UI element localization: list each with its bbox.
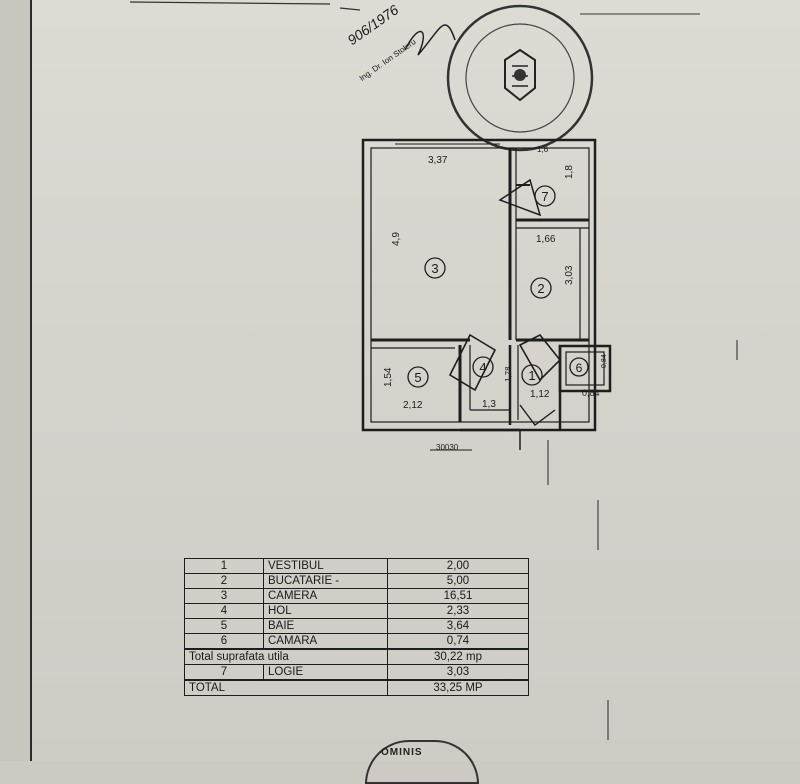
table-row: 5 BAIE 3,64 (184, 618, 529, 634)
dim-room5-width: 2,12 (403, 400, 423, 411)
signature-number: 906/1976 (344, 1, 401, 48)
scan-marks (547, 340, 738, 740)
total-util-row: Total suprafata utila 30,22 mp (184, 648, 529, 665)
row-number: 3 (184, 588, 264, 604)
dim-top-width: 3,37 (428, 155, 448, 166)
table-row: 6 CAMARA 0,74 (184, 633, 529, 650)
plan-walls (361, 138, 612, 451)
room-area: 3,64 (387, 618, 529, 634)
sheet-left-border (30, 0, 32, 761)
area-table: 1 VESTIBUL 2,00 2 BUCATARIE - 5,00 3 CAM… (184, 558, 529, 696)
table-row: 3 CAMERA 16,51 (184, 588, 529, 604)
plan-dimensions: 3,37 1,6 4,9 1,8 1,66 3,03 1,54 2,12 1,3… (383, 145, 608, 452)
dim-room2-width: 1,66 (536, 234, 556, 245)
svg-text:6: 6 (576, 361, 583, 375)
dim-camara-width: 0,84 (582, 388, 600, 398)
row-number: 1 (184, 558, 264, 574)
official-seal (446, 4, 594, 152)
loggia-row: 7 LOGIE 3,03 (184, 664, 529, 681)
svg-text:7: 7 (541, 189, 548, 204)
room-name: LOGIE (263, 664, 388, 681)
svg-text:1: 1 (528, 368, 535, 383)
table-row: 2 BUCATARIE - 5,00 (184, 573, 529, 589)
room-name: VESTIBUL (263, 558, 388, 574)
dim-room6-height: 0,84 (601, 354, 608, 368)
total-util-label: Total suprafata utila (184, 648, 388, 665)
row-number: 4 (184, 603, 264, 619)
room-marker-2: 2 (530, 277, 552, 299)
dim-hol-height: 1,78 (504, 366, 513, 382)
bottom-stamp-text: OMINIS (381, 747, 423, 758)
room-marker-6: 6 (569, 357, 589, 377)
dim-room2-height: 3,03 (564, 265, 575, 285)
row-number: 7 (184, 664, 264, 681)
room-name: BAIE (263, 618, 388, 634)
room-name: CAMARA (263, 633, 388, 650)
room-markers: 3 7 2 5 4 1 6 (407, 185, 589, 388)
dim-room3-height: 4,9 (391, 232, 402, 246)
dim-hol-width: 1,3 (482, 399, 496, 410)
total-util-area: 30,22 mp (387, 648, 529, 665)
table-row: 4 HOL 2,33 (184, 603, 529, 619)
svg-text:2: 2 (537, 281, 544, 296)
room-marker-1: 1 (521, 364, 543, 386)
dim-small-top: 1,6 (537, 145, 549, 154)
room-area: 3,03 (387, 664, 529, 681)
table-row: 1 VESTIBUL 2,00 (184, 558, 529, 574)
entrance-label: 30030 (436, 443, 459, 452)
room-marker-3: 3 (424, 257, 446, 279)
total-row: TOTAL 33,25 MP (184, 679, 529, 696)
room-area: 2,00 (387, 558, 529, 574)
room-marker-7: 7 (534, 185, 556, 207)
svg-text:5: 5 (414, 370, 421, 385)
dim-room7-height: 1,8 (564, 165, 575, 179)
row-number: 5 (184, 618, 264, 634)
room-name: HOL (263, 603, 388, 619)
total-label: TOTAL (184, 679, 388, 696)
room-marker-5: 5 (407, 366, 429, 388)
left-margin (0, 0, 30, 761)
room-area: 16,51 (387, 588, 529, 604)
room-area: 0,74 (387, 633, 529, 650)
room-marker-4: 4 (472, 356, 494, 378)
room-area: 2,33 (387, 603, 529, 619)
room-area: 5,00 (387, 573, 529, 589)
dim-room5-height: 1,54 (383, 367, 394, 387)
room-name: BUCATARIE - (263, 573, 388, 589)
svg-text:3: 3 (431, 261, 438, 276)
signature: 906/1976 Ing. Dr. Ion Stoleru (344, 1, 456, 83)
total-area: 33,25 MP (387, 679, 529, 696)
floor-plan: 906/1976 Ing. Dr. Ion Stoleru (129, 1, 738, 740)
svg-text:4: 4 (479, 360, 486, 375)
row-number: 2 (184, 573, 264, 589)
row-number: 6 (184, 633, 264, 650)
dim-vestibul-width: 1,12 (530, 389, 550, 400)
room-name: CAMERA (263, 588, 388, 604)
